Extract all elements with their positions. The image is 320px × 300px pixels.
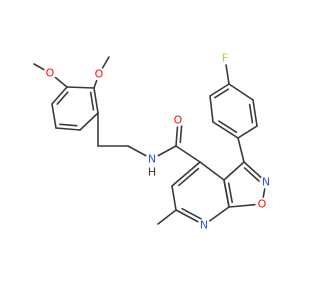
nitrogen-label-pyridine-background	[197, 218, 211, 232]
double-bond-line-a2-a3	[89, 91, 95, 111]
nitrogen-label-amide: N	[148, 153, 156, 166]
oxygen-label-methoxy-left-background	[43, 66, 57, 80]
bond-lines	[33, 56, 267, 226]
oxygen-label-carbonyl: O	[174, 114, 183, 127]
bond-line-f6-f1	[212, 121, 239, 139]
bond-line-f5-f6	[209, 95, 214, 123]
double-bond-line-a4-a5	[59, 123, 78, 127]
bond-line-c5-c6	[171, 185, 177, 211]
bond-line-c6-me6	[157, 209, 177, 225]
double-bond-line-f4-f5	[214, 88, 230, 99]
nitrogen-label-isoxazole: N	[262, 176, 270, 189]
bond-line-f3-f4	[228, 83, 254, 101]
hydrogen-label-amide-background	[146, 166, 158, 178]
double-bond-line-C-Oc	[179, 123, 183, 144]
bond-line-c3a-c3	[223, 161, 245, 181]
bond-line-a5-a6	[51, 103, 57, 129]
oxygen-label-carbonyl-background	[171, 113, 185, 127]
bond-line-c3-f1	[237, 137, 245, 163]
bond-line-a1-a2	[66, 86, 95, 89]
oxygen-label-isoxazole: O	[258, 198, 267, 211]
double-bond-line-f6-f1	[218, 120, 238, 134]
double-bond-line-c6-Np	[181, 207, 203, 221]
bond-line-f1-f2	[237, 125, 258, 139]
double-bond-line-f2-f3	[248, 103, 254, 124]
bond-line-c7a-c3a	[223, 179, 230, 208]
fluorine-label-background	[218, 51, 232, 65]
oxygen-label-methoxy-top: O	[95, 68, 104, 81]
oxygen-label-methoxy-top-background	[92, 67, 106, 81]
double-bond-line-a6-a1	[56, 91, 69, 105]
bond-line-a2-a3	[93, 87, 99, 114]
bond-line-c4-c5	[171, 161, 201, 187]
double-bond-line-c3-Ni	[243, 167, 261, 183]
bond-line-a3-a4	[79, 112, 99, 131]
oxygen-label-methoxy-left: O	[46, 67, 55, 80]
oxygen-label-isoxazole-background	[255, 197, 269, 211]
bond-line-C-c4	[175, 145, 201, 163]
bond-line-c3a-c4	[199, 161, 225, 181]
bond-line-a6-a1	[51, 86, 68, 105]
bond-line-a4-a5	[55, 127, 81, 131]
double-bond-line-c7a-c3a	[227, 182, 233, 204]
bond-line-f4-f5	[209, 83, 230, 97]
double-bond-line-c4-c5	[178, 167, 200, 187]
hydrogen-label-amide: H	[148, 166, 156, 179]
nitrogen-label-pyridine: N	[200, 219, 208, 232]
nitrogen-label-isoxazole-background	[259, 175, 273, 189]
bond-line-f2-f3	[252, 99, 258, 127]
nitrogen-label-amide-background	[145, 152, 159, 166]
fluorine-label: F	[222, 52, 228, 65]
